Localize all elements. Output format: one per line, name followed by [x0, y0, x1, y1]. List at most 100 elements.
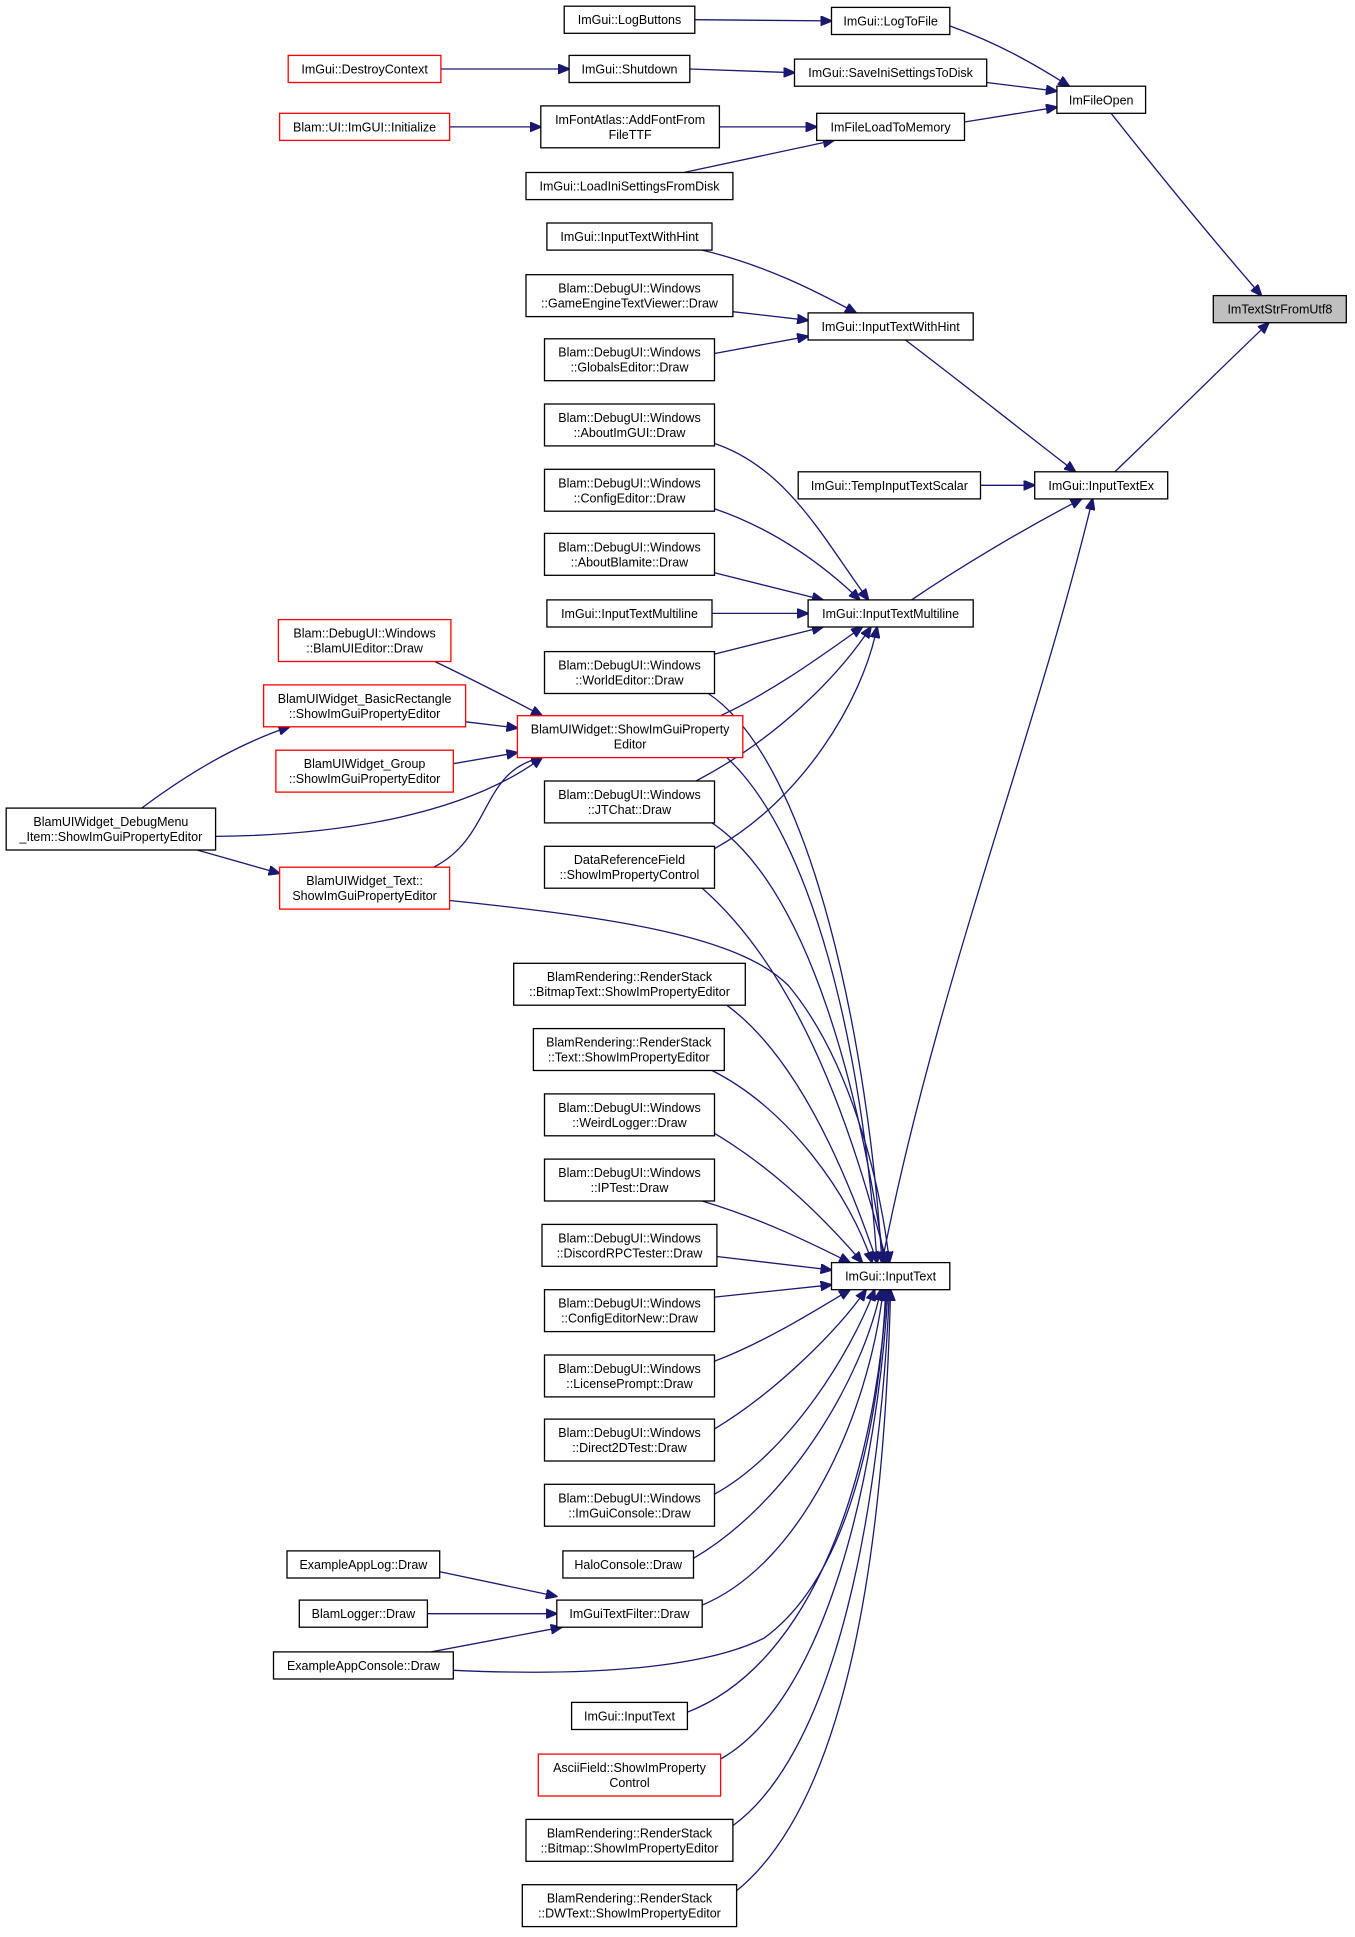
- node-rstext[interactable]: BlamRendering::RenderStack::Text::ShowIm…: [532, 1027, 725, 1072]
- node-inputtext[interactable]: ImGui::InputText: [830, 1261, 951, 1291]
- node-configeditor[interactable]: Blam::DebugUI::Windows::ConfigEditor::Dr…: [543, 468, 716, 512]
- node-root[interactable]: ImTextStrFromUtf8: [1212, 294, 1347, 324]
- node-group[interactable]: BlamUIWidget_Group::ShowImGuiPropertyEdi…: [275, 749, 454, 793]
- edge-line: [986, 81, 1057, 92]
- node-label: ::LicensePrompt::Draw: [566, 1377, 693, 1391]
- node-fileopen[interactable]: ImFileOpen: [1056, 85, 1147, 114]
- node-logbuttons[interactable]: ImGui::LogButtons: [563, 5, 696, 34]
- node-label: ImGui::InputTextMultiline: [561, 607, 698, 621]
- node-label: ::ImGuiConsole::Draw: [568, 1506, 691, 1520]
- node-label: FileTTF: [609, 128, 652, 142]
- node-itwh[interactable]: ImGui::InputTextWithHint: [546, 222, 713, 251]
- node-worldeditor[interactable]: Blam::DebugUI::Windows::WorldEditor::Dra…: [543, 650, 716, 695]
- edge-line: [707, 819, 884, 1262]
- node-haloconsole[interactable]: HaloConsole::Draw: [562, 1550, 695, 1579]
- node-inputtextex[interactable]: ImGui::InputTextEx: [1034, 471, 1169, 500]
- node-iptest[interactable]: Blam::DebugUI::Windows::IPTest::Draw: [543, 1158, 716, 1202]
- edge-globals-to-itwh2: [714, 336, 809, 355]
- edge-line: [714, 1290, 875, 1495]
- edge-line: [720, 627, 863, 717]
- node-label: ::AboutImGUI::Draw: [574, 426, 687, 440]
- edge-logbuttons-to-logtofile: [694, 20, 832, 21]
- node-box: [543, 338, 716, 382]
- node-label: Blam::DebugUI::Windows: [558, 540, 700, 554]
- edge-rsbitmap-to-inputtext: [732, 1290, 890, 1827]
- node-weirdlogger[interactable]: Blam::DebugUI::Windows::WeirdLogger::Dra…: [543, 1093, 716, 1137]
- node-globals[interactable]: Blam::DebugUI::Windows::GlobalsEditor::D…: [543, 338, 716, 382]
- node-shutdown[interactable]: ImGui::Shutdown: [568, 54, 691, 84]
- node-uiinit[interactable]: Blam::UI::ImGUI::Initialize: [278, 112, 451, 142]
- node-box: [543, 532, 716, 576]
- node-bitmaptext[interactable]: BlamRendering::RenderStack::BitmapText::…: [513, 962, 746, 1006]
- node-debugmenu[interactable]: BlamUIWidget_DebugMenu_Item::ShowImGuiPr…: [5, 807, 217, 851]
- edge-license-to-inputtext: [714, 1290, 851, 1362]
- node-label: ::Text::ShowImPropertyEditor: [548, 1051, 710, 1065]
- edge-line: [716, 1255, 832, 1271]
- node-destroyctx[interactable]: ImGui::DestroyContext: [287, 54, 442, 84]
- node-logtofile[interactable]: ImGui::LogToFile: [830, 6, 951, 36]
- node-label: Blam::DebugUI::Windows: [293, 627, 435, 641]
- node-box: [543, 403, 716, 447]
- node-aboutimgui[interactable]: Blam::DebugUI::Windows::AboutImGUI::Draw: [543, 403, 716, 447]
- node-blamuieditor[interactable]: Blam::DebugUI::Windows::BlamUIEditor::Dr…: [277, 618, 452, 663]
- node-jtchat[interactable]: Blam::DebugUI::Windows::JTChat::Draw: [543, 780, 716, 824]
- node-itml[interactable]: ImGui::InputTextMultiline: [807, 599, 974, 628]
- node-textfilter[interactable]: ImGuiTextFilter::Draw: [556, 1599, 703, 1628]
- node-blamlogger[interactable]: BlamLogger::Draw: [298, 1599, 429, 1628]
- node-applog[interactable]: ExampleAppLog::Draw: [286, 1550, 441, 1579]
- edge-line: [695, 627, 871, 782]
- node-label: ::GameEngineTextViewer::Draw: [541, 297, 719, 311]
- edge-dataref-to-inputtext: [701, 887, 887, 1263]
- node-box: [543, 468, 716, 512]
- edge-rstext-to-inputtext: [711, 1069, 872, 1263]
- edge-line: [449, 899, 890, 1263]
- node-confignew[interactable]: Blam::DebugUI::Windows::ConfigEditorNew:…: [543, 1289, 716, 1333]
- node-itwh2[interactable]: ImGui::InputTextWithHint: [807, 312, 974, 341]
- node-tempinput[interactable]: ImGui::TempInputTextScalar: [797, 471, 982, 500]
- edge-line: [196, 849, 280, 873]
- node-label: ImFileLoadToMemory: [831, 120, 952, 134]
- node-gameengine[interactable]: Blam::DebugUI::Windows::GameEngineTextVi…: [525, 274, 734, 318]
- node-box: [541, 1223, 718, 1267]
- node-appconsole[interactable]: ExampleAppConsole::Draw: [272, 1651, 454, 1680]
- node-box: [278, 866, 451, 910]
- node-loadini[interactable]: ImGui::LoadIniSettingsFromDisk: [525, 171, 734, 201]
- edge-line: [701, 1200, 850, 1263]
- node-fileload[interactable]: ImFileLoadToMemory: [816, 112, 966, 142]
- node-asciifield[interactable]: AsciiField::ShowImPropertyControl: [537, 1753, 722, 1797]
- edge-line: [720, 1290, 889, 1760]
- node-direct2d[interactable]: Blam::DebugUI::Windows::Direct2DTest::Dr…: [543, 1418, 716, 1462]
- node-label: ImGui::TempInputTextScalar: [811, 479, 968, 493]
- edge-line: [905, 339, 1075, 472]
- node-basicrect[interactable]: BlamUIWidget_BasicRectangle::ShowImGuiPr…: [262, 684, 467, 728]
- node-label: ::DWText::ShowImPropertyEditor: [538, 1907, 721, 1921]
- node-saveini[interactable]: ImGui::SaveIniSettingsToDisk: [793, 58, 988, 87]
- node-label: DataReferenceField: [574, 853, 685, 867]
- node-showimgui[interactable]: BlamUIWidget::ShowImGuiPropertyEditor: [516, 715, 744, 759]
- node-box: [525, 171, 734, 201]
- edge-line: [714, 572, 823, 600]
- node-inputtext2[interactable]: ImGui::InputText: [570, 1701, 689, 1731]
- edge-line: [714, 1285, 832, 1298]
- node-label: ImGui::InputText: [584, 1709, 676, 1723]
- node-label: Blam::DebugUI::Windows: [558, 788, 700, 802]
- node-discord[interactable]: Blam::DebugUI::Windows::DiscordRPCTester…: [541, 1223, 718, 1267]
- node-label: _Item::ShowImGuiPropertyEditor: [19, 830, 203, 844]
- node-dwtext[interactable]: BlamRendering::RenderStack::DWText::Show…: [521, 1884, 738, 1928]
- edge-line: [726, 757, 877, 1263]
- node-label: ShowImGuiPropertyEditor: [292, 889, 437, 903]
- node-aboutblamite[interactable]: Blam::DebugUI::Windows::AboutBlamite::Dr…: [543, 532, 716, 576]
- edge-line: [736, 1290, 891, 1892]
- node-itml1[interactable]: ImGui::InputTextMultiline: [546, 599, 713, 628]
- node-license[interactable]: Blam::DebugUI::Windows::LicensePrompt::D…: [543, 1354, 716, 1398]
- edge-line: [726, 1004, 877, 1262]
- node-imguiconsole[interactable]: Blam::DebugUI::Windows::ImGuiConsole::Dr…: [543, 1483, 716, 1527]
- node-box: [543, 1483, 716, 1527]
- node-dataref[interactable]: DataReferenceField::ShowImPropertyContro…: [543, 845, 716, 889]
- node-widgettext[interactable]: BlamUIWidget_Text::ShowImGuiPropertyEdit…: [278, 866, 451, 910]
- edge-iptest-to-inputtext: [701, 1200, 850, 1263]
- node-label: ImGui::InputTextWithHint: [821, 320, 960, 334]
- edge-line: [714, 1290, 851, 1362]
- node-rsbitmap[interactable]: BlamRendering::RenderStack::Bitmap::Show…: [525, 1818, 734, 1862]
